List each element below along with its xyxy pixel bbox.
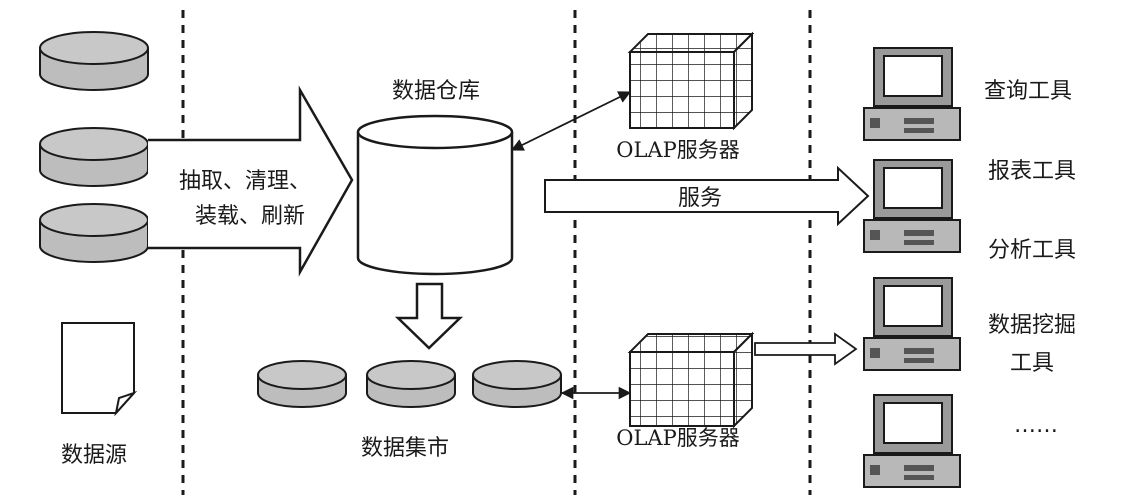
- source-disks: [39, 31, 149, 263]
- computer-icon: [863, 277, 961, 371]
- warehouse-label: 数据仓库: [392, 79, 480, 104]
- mart-disks: [257, 360, 562, 408]
- dashed-separators: [181, 10, 812, 495]
- database-disk-icon: [39, 203, 149, 263]
- computer-icon: [863, 159, 961, 253]
- database-disk-icon: [472, 360, 562, 408]
- tool-more-label: ……: [1014, 413, 1058, 438]
- olap-top-label: OLAP服务器: [616, 138, 739, 162]
- service-arrow: [544, 165, 870, 227]
- olap-bottom-label: OLAP服务器: [616, 426, 739, 450]
- database-disk-icon: [366, 360, 456, 408]
- cylinder-icon: [356, 114, 514, 276]
- marts-label: 数据集市: [361, 436, 449, 461]
- tool-mining-label-line2: 工具: [1010, 351, 1054, 376]
- database-disk-icon: [257, 360, 347, 408]
- database-disk-icon: [39, 31, 149, 91]
- tool-analysis-label: 分析工具: [988, 238, 1076, 263]
- olap-cube-icon: [627, 331, 755, 429]
- database-disk-icon: [39, 127, 149, 187]
- computers: [863, 47, 961, 488]
- computer-icon: [863, 47, 961, 141]
- warehouse-olap-connector: [510, 91, 632, 151]
- tool-mining-label-line1: 数据挖掘: [988, 313, 1076, 338]
- down-arrow: [394, 282, 464, 350]
- document-icon: [61, 322, 138, 417]
- olap-to-tools-arrow: [754, 332, 858, 366]
- computer-icon: [863, 394, 961, 488]
- service-label: 服务: [678, 186, 722, 211]
- olap-cube-icon: [627, 31, 755, 131]
- etl-arrow: [148, 85, 354, 277]
- tool-report-label: 报表工具: [988, 159, 1076, 184]
- etl-label-line1: 抽取、清理、: [179, 169, 311, 194]
- tool-query-label: 查询工具: [984, 79, 1072, 104]
- etl-label-line2: 装载、刷新: [195, 204, 305, 229]
- sources-label: 数据源: [61, 443, 127, 468]
